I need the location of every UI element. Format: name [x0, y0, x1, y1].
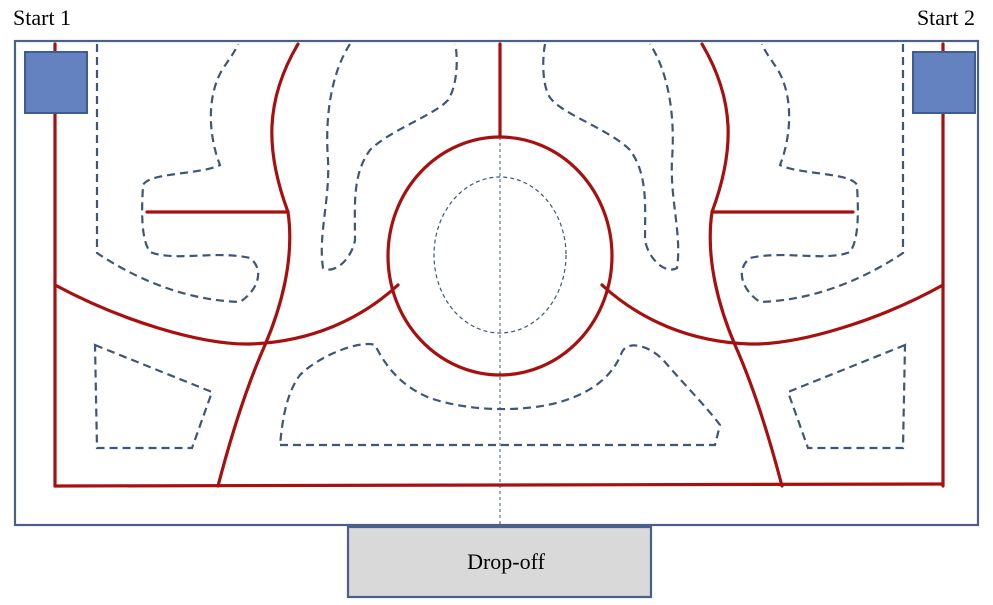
dashed-region-bottom-left	[93, 343, 214, 450]
dashed-region-top-right-outer	[740, 43, 905, 304]
route-right-curve	[700, 42, 784, 488]
dashed-region-top-left-inner	[320, 43, 458, 271]
route-bottom-horizontal	[53, 482, 945, 488]
route-lines	[53, 42, 945, 488]
start-1-pad	[24, 51, 88, 114]
route-center-circle	[386, 135, 614, 377]
dashed-region-top-left-outer	[95, 43, 260, 304]
dashed-region-bottom-center	[278, 342, 722, 447]
route-left-arc	[53, 283, 400, 346]
drop-off-label: Drop-off	[467, 549, 545, 574]
start-2-label: Start 2	[917, 5, 975, 30]
start-2-pad	[912, 51, 976, 114]
dashed-region-bottom-right	[786, 343, 907, 450]
drop-off-zone	[346, 525, 653, 599]
dashed-region-top-right-inner	[542, 43, 680, 271]
center-dashed-ellipse	[433, 176, 567, 334]
route-left-curve	[216, 42, 300, 488]
start-1-label: Start 1	[13, 5, 71, 30]
field-border	[13, 39, 980, 527]
route-right-arc	[600, 283, 945, 346]
dashed-regions	[93, 43, 907, 450]
